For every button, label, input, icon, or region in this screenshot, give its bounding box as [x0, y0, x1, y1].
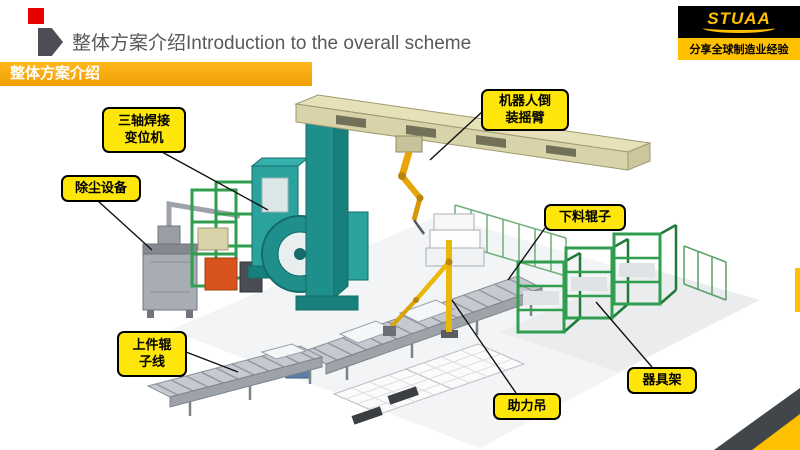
callout-unloading-roller: 下料辊子: [544, 204, 626, 231]
page-title: 整体方案介绍Introduction to the overall scheme: [72, 33, 472, 54]
section-banner: 整体方案介绍: [0, 62, 312, 86]
assist-hoist-machine: [383, 240, 458, 338]
beige-crate: [197, 227, 229, 251]
callout-robot-inverted-arm: 机器人倒 装摇臂: [481, 89, 569, 131]
callout-dust-removal: 除尘设备: [61, 175, 141, 202]
callout-welding-positioner: 三轴焊接 变位机: [102, 107, 186, 153]
callout-equipment-rack: 器具架: [627, 367, 697, 394]
callout-loading-roller-line: 上件辊 子线: [117, 331, 187, 377]
gantry-beam: [294, 94, 652, 171]
gantry-column: [295, 109, 359, 311]
welding-robot: [395, 135, 426, 235]
right-edge-accent: [795, 268, 800, 312]
equipment-rack-frames: [516, 223, 678, 334]
leader-lines: [97, 111, 653, 394]
unloading-conveyor: [300, 275, 544, 380]
callout-assist-hoist: 助力吊: [493, 393, 561, 420]
right-fence: [683, 245, 727, 301]
dust-collector: [142, 201, 241, 318]
red-square-marker: [28, 8, 44, 24]
brand-tagline: 分享全球制造业经验: [678, 38, 800, 60]
logo-block: STUAA 分享全球制造业经验: [678, 6, 800, 60]
section-banner-label: 整体方案介绍: [10, 65, 101, 82]
brand-name: STUAA: [707, 9, 771, 28]
logo-background: STUAA: [678, 6, 800, 38]
workpiece-stack: [425, 213, 485, 267]
logo-swoosh-icon: [703, 28, 775, 33]
